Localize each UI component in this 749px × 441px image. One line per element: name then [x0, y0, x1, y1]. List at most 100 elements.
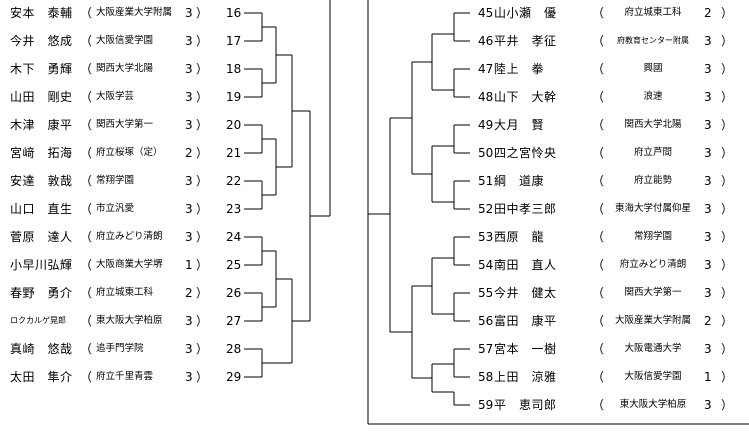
- entry-row: 宮﨑 拓海（府立桜塚（定）2）21: [0, 144, 244, 162]
- grade: 3: [704, 62, 712, 76]
- entry-number: 18: [226, 62, 242, 76]
- grade: 1: [185, 258, 193, 272]
- entry-number: 50: [478, 146, 494, 160]
- school-name: 東大阪大学柏原: [619, 399, 687, 410]
- player-name: 宮本 一樹: [494, 342, 557, 356]
- player-name: ロクカルゲ晃郎: [10, 316, 66, 325]
- paren-close: ）: [721, 286, 734, 300]
- entry-number: 58: [478, 370, 494, 384]
- player-name: 平井 孝征: [494, 34, 557, 48]
- paren-close: ）: [721, 174, 734, 188]
- school-name: 大阪学芸: [96, 91, 135, 102]
- entry-number: 52: [478, 202, 494, 216]
- paren-open: （: [80, 258, 93, 272]
- paren-open: （: [592, 202, 605, 216]
- paren-open: （: [592, 342, 605, 356]
- player-name: 春野 勇介: [10, 286, 73, 300]
- grade: 3: [185, 174, 193, 188]
- paren-open: （: [592, 398, 605, 412]
- paren-close: ）: [721, 202, 734, 216]
- school-name: 府立城東工科: [624, 7, 682, 18]
- school-name: 府教育センター附属: [617, 36, 689, 45]
- school-name: 東海大学付属仰星: [614, 203, 691, 214]
- player-name: 陸上 拳: [494, 62, 545, 76]
- grade: 3: [704, 286, 712, 300]
- paren-close: ）: [721, 314, 734, 328]
- grade: 3: [704, 118, 712, 132]
- grade: 3: [185, 314, 193, 328]
- school-name: 東大阪大学柏原: [96, 315, 163, 326]
- player-name: 小早川弘輝: [10, 258, 73, 272]
- entry-number: 20: [226, 118, 242, 132]
- paren-open: （: [592, 6, 605, 20]
- player-name: 山田 剛史: [10, 90, 73, 104]
- player-name: 西原 龍: [494, 230, 545, 244]
- grade: 3: [704, 90, 712, 104]
- player-name: 今井 健太: [494, 286, 557, 300]
- player-name: 山下 大幹: [494, 90, 557, 104]
- paren-close: ）: [196, 90, 209, 104]
- entry-number: 56: [478, 314, 494, 328]
- paren-close: ）: [721, 118, 734, 132]
- school-name: 府立みどり清朗: [619, 259, 687, 270]
- entry-number: 28: [226, 342, 242, 356]
- paren-close: ）: [721, 34, 734, 48]
- grade: 3: [185, 62, 193, 76]
- player-name: 富田 康平: [494, 314, 557, 328]
- paren-open: （: [80, 6, 93, 20]
- entry-number: 57: [478, 342, 494, 356]
- entry-number: 19: [226, 90, 242, 104]
- paren-close: ）: [196, 146, 209, 160]
- grade: 2: [185, 286, 193, 300]
- paren-open: （: [80, 118, 93, 132]
- grade: 3: [185, 342, 193, 356]
- paren-close: ）: [721, 90, 734, 104]
- player-name: 真崎 悠哉: [10, 342, 73, 356]
- grade: 2: [704, 314, 712, 328]
- paren-close: ）: [196, 62, 209, 76]
- player-name: 平 恵司郎: [494, 398, 557, 412]
- entry-number: 51: [478, 174, 494, 188]
- paren-close: ）: [721, 258, 734, 272]
- grade: 3: [185, 6, 193, 20]
- player-name: 綱 道康: [494, 174, 545, 188]
- player-name: 宮﨑 拓海: [10, 146, 73, 160]
- grade: 3: [704, 258, 712, 272]
- player-name: 木下 勇輝: [10, 62, 73, 76]
- player-name: 今井 悠成: [10, 34, 73, 48]
- player-name: 太田 隼介: [10, 370, 73, 384]
- grade: 1: [704, 370, 712, 384]
- paren-close: ）: [196, 118, 209, 132]
- school-name: 府立桜塚（定）: [96, 147, 163, 158]
- paren-open: （: [592, 370, 605, 384]
- school-name: 常翔学園: [96, 175, 135, 186]
- school-name: 関西大学第一: [96, 119, 154, 130]
- grade: 3: [185, 34, 193, 48]
- player-name: 南田 直人: [494, 258, 557, 272]
- paren-close: ）: [721, 62, 734, 76]
- paren-close: ）: [196, 258, 209, 272]
- player-name: 田中孝三郎: [494, 202, 557, 216]
- school-name: 大阪商業大学堺: [96, 259, 163, 270]
- paren-open: （: [80, 286, 93, 300]
- school-name: 興國: [643, 63, 663, 74]
- entry-number: 24: [226, 230, 242, 244]
- entry-number: 21: [226, 146, 242, 160]
- school-name: 府立芦間: [633, 147, 672, 158]
- paren-close: ）: [721, 6, 734, 20]
- entry-number: 23: [226, 202, 242, 216]
